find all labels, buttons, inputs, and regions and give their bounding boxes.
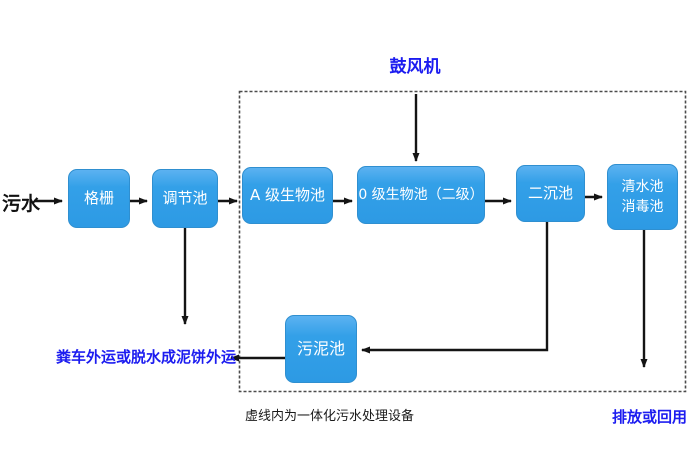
box-secondary-sedimentation-tank: 二沉池	[516, 165, 585, 222]
box-secondary-sedimentation-tank-label: 二沉池	[527, 183, 573, 202]
box-clear-water-label: 清水池	[621, 178, 664, 195]
box-sludge-tank-label: 污泥池	[296, 339, 345, 359]
blower-label: 鼓风机	[389, 57, 441, 77]
arrow-secsed-to-sludge	[361, 222, 549, 354]
dashed-boundary-caption: 虚线内为一体化污水处理设备	[245, 409, 415, 424]
box-o-level-bio-tank: 0 级生物池（二级）	[357, 166, 485, 224]
box-a-level-bio-tank: A 级生物池	[242, 167, 333, 224]
box-sludge-tank: 污泥池	[285, 315, 357, 383]
discharge-reuse-label: 排放或回用	[612, 408, 688, 426]
equipment-dashed-boundary	[238, 90, 687, 393]
box-grid-label: 格栅	[83, 188, 114, 207]
box-a-level-bio-tank-label: A 级生物池	[249, 185, 326, 204]
box-regulating-tank-label: 调节池	[162, 188, 208, 207]
sludge-disposal-label: 粪车外运或脱水成泥饼外运	[56, 348, 237, 366]
box-regulating-tank: 调节池	[152, 169, 218, 228]
box-o-level-bio-tank-label: 0 级生物池（二级）	[358, 186, 484, 203]
influent-label: 污水	[2, 193, 41, 215]
box-clear-water-disinfection-tank: 清水池 消毒池	[607, 164, 678, 230]
box-grid: 格栅	[68, 169, 130, 228]
box-disinfection-label: 消毒池	[621, 199, 664, 215]
